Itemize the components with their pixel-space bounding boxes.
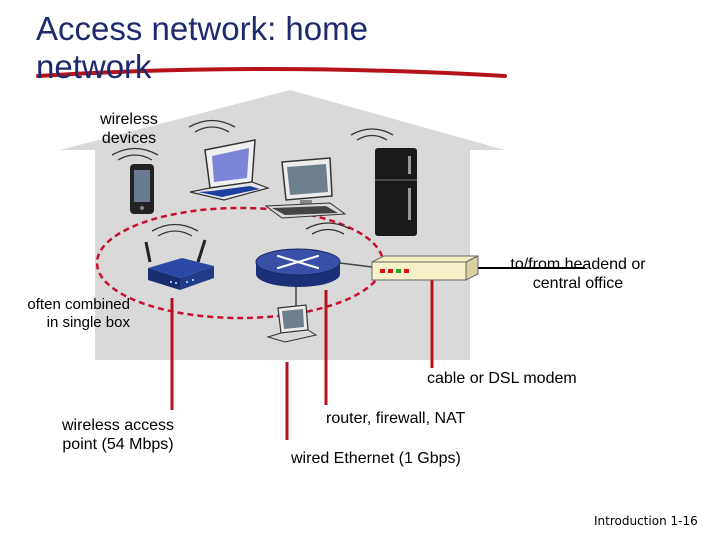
label-access-point: wireless access point (54 Mbps) xyxy=(61,417,175,453)
label-wireless-devices: wireless devices xyxy=(100,111,158,147)
label-combined: often combined in single box xyxy=(27,296,130,331)
label-modem: cable or DSL modem xyxy=(427,370,577,387)
wireless-access-point-icon xyxy=(144,239,214,290)
wifi-signal-icon xyxy=(111,119,394,237)
phone-icon xyxy=(130,164,154,214)
modem-icon xyxy=(371,255,479,281)
laptop-icon xyxy=(189,139,270,201)
fridge-icon xyxy=(375,148,417,236)
slide-footer: Introduction 1-16 xyxy=(594,514,698,528)
router-icon xyxy=(255,248,341,287)
title-underline xyxy=(36,67,507,78)
label-headend: to/from headend or central office xyxy=(510,256,646,292)
footer-page: 1-16 xyxy=(670,514,698,528)
label-ethernet: wired Ethernet (1 Gbps) xyxy=(291,450,461,467)
laptop-icon xyxy=(266,304,318,343)
desktop-icon xyxy=(264,157,347,219)
footer-section: Introduction xyxy=(594,514,667,528)
label-router: router, firewall, NAT xyxy=(326,410,466,427)
page-title: Access network: home network xyxy=(36,10,368,85)
